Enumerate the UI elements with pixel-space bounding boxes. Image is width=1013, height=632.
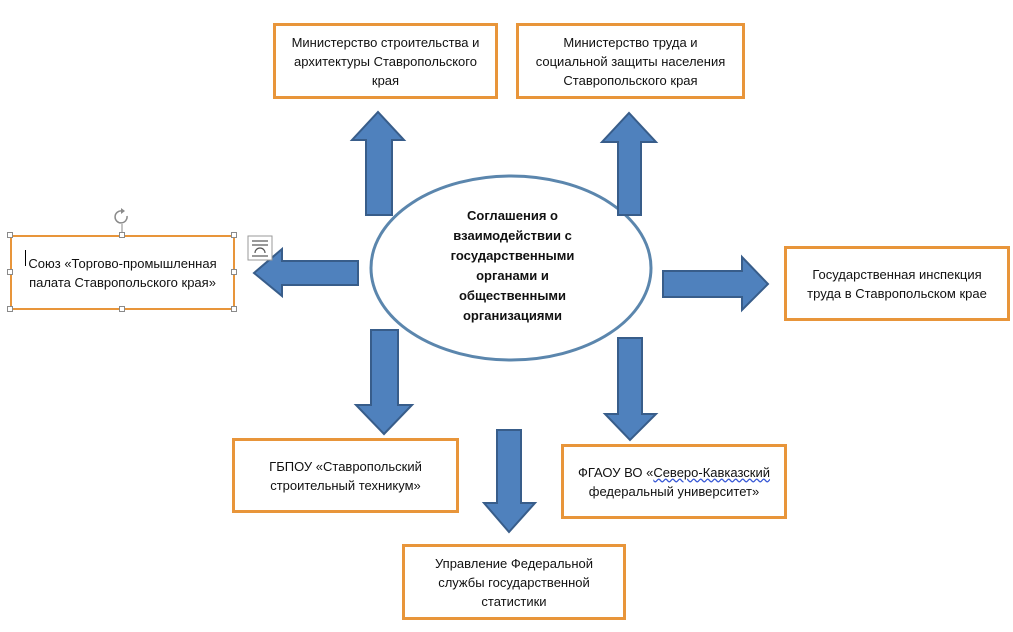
arrow-down-left[interactable] (353, 329, 415, 436)
layout-options-icon[interactable] (247, 235, 273, 261)
box-gbpou-label: ГБПОУ «Ставропольский строительный техни… (269, 458, 422, 493)
box-fgaou-underlined: Северо-Кавказский (653, 464, 771, 480)
arrow-left[interactable] (252, 246, 359, 299)
arrow-down-bottom[interactable] (481, 429, 538, 534)
box-fgaou[interactable]: ФГАОУ ВО «Северо-Кавказский федеральный … (561, 444, 787, 519)
box-fgaou-label: ФГАОУ ВО «Северо-Кавказский федеральный … (578, 463, 770, 501)
arrow-down-right[interactable] (602, 337, 659, 442)
box-ministry-labor[interactable]: Министерство труда и социальной защиты н… (516, 23, 745, 99)
selection-handle-bm[interactable] (119, 306, 125, 312)
selection-handle-ml[interactable] (7, 269, 13, 275)
box-labor-inspection[interactable]: Государственная инспекция труда в Ставро… (784, 246, 1010, 321)
box-fgaou-prefix: ФГАОУ ВО « (577, 464, 654, 480)
text-caret (25, 250, 26, 266)
box-ministry-construction[interactable]: Министерство строительства и архитектуры… (273, 23, 498, 99)
box-ministry-construction-label: Министерство строительства и архитектуры… (291, 34, 480, 88)
arrow-up-right[interactable] (599, 111, 659, 216)
box-statistics[interactable]: Управление Федеральной службы государств… (402, 544, 626, 620)
box-union-chamber[interactable]: Союз «Торгово-промышленная палата Ставро… (10, 235, 235, 310)
box-ministry-labor-label: Министерство труда и социальной защиты н… (535, 34, 726, 88)
box-gbpou[interactable]: ГБПОУ «Ставропольский строительный техни… (232, 438, 459, 513)
center-label: Соглашения о взаимодействии с государств… (450, 208, 575, 323)
selection-handle-tr[interactable] (231, 232, 237, 238)
rotate-handle-icon[interactable] (114, 208, 128, 234)
center-ellipse[interactable] (369, 174, 653, 362)
selection-handle-bl[interactable] (7, 306, 13, 312)
box-labor-inspection-label: Государственная инспекция труда в Ставро… (807, 266, 987, 301)
arrow-up-left[interactable] (349, 110, 407, 216)
selection-handle-mr[interactable] (231, 269, 237, 275)
selection-handle-tl[interactable] (7, 232, 13, 238)
box-union-chamber-label: Союз «Торгово-промышленная палата Ставро… (28, 255, 217, 290)
box-fgaou-rest: федеральный университет» (588, 483, 760, 499)
selection-handle-br[interactable] (231, 306, 237, 312)
selection-handle-tm[interactable] (119, 232, 125, 238)
arrow-right[interactable] (662, 254, 770, 313)
box-statistics-label: Управление Федеральной службы государств… (434, 555, 593, 609)
